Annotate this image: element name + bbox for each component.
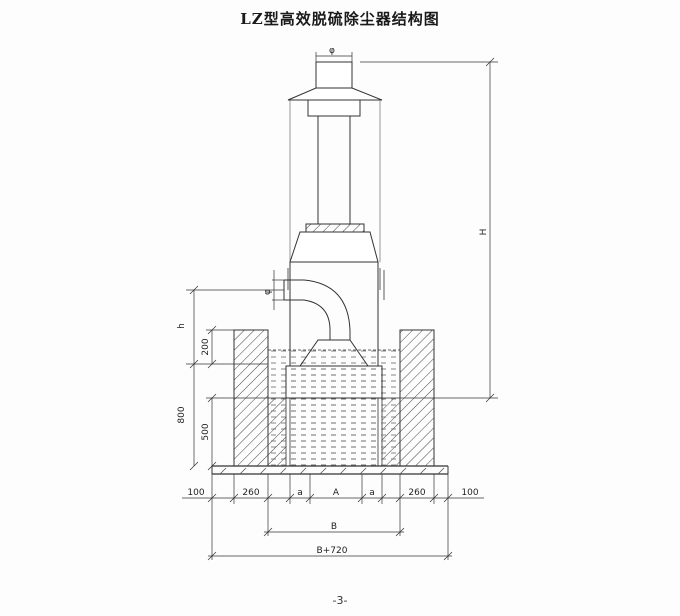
support-rods xyxy=(287,268,385,300)
inlet-diameter-label: φ xyxy=(263,289,273,295)
drawing-title: LZ型高效脱硫除尘器结构图 xyxy=(240,10,440,28)
H-label: H xyxy=(479,229,489,236)
dim-500 xyxy=(206,393,268,471)
foundation-base xyxy=(211,465,449,475)
bottom-dim-chain xyxy=(182,474,484,560)
dim-B xyxy=(263,527,405,537)
dim-a-right-label: a xyxy=(369,488,375,498)
dim-260-left-label: 260 xyxy=(242,488,259,498)
H-dimension xyxy=(360,57,498,403)
h-dimension xyxy=(186,285,284,364)
guide-lines xyxy=(289,100,381,262)
main-cylinder xyxy=(289,262,379,367)
dim-200-label: 200 xyxy=(201,338,211,355)
top-diameter-label: φ xyxy=(329,46,335,56)
dim-B720 xyxy=(207,551,453,561)
dim-500-label: 500 xyxy=(201,423,211,440)
inlet-elbow xyxy=(283,279,351,340)
dim-100-left-label: 100 xyxy=(187,488,204,498)
dim-B720-label: B+720 xyxy=(317,546,348,556)
h-label: h xyxy=(177,323,187,329)
dim-B-label: B xyxy=(331,522,337,532)
dim-260-right-label: 260 xyxy=(408,488,425,498)
center-pier xyxy=(289,397,379,467)
dim-a-left-label: a xyxy=(297,488,303,498)
dim-A-label: A xyxy=(333,488,340,498)
dim-200 xyxy=(186,325,268,369)
dim-800-label: 800 xyxy=(177,406,187,423)
dim-800 xyxy=(189,359,199,471)
top-hood xyxy=(287,61,383,224)
page-number: -3- xyxy=(332,594,348,607)
top-diameter-dim xyxy=(315,52,353,62)
dim-100-right-label: 100 xyxy=(461,488,478,498)
water-seal-box xyxy=(285,365,383,399)
mid-hood xyxy=(289,223,379,263)
